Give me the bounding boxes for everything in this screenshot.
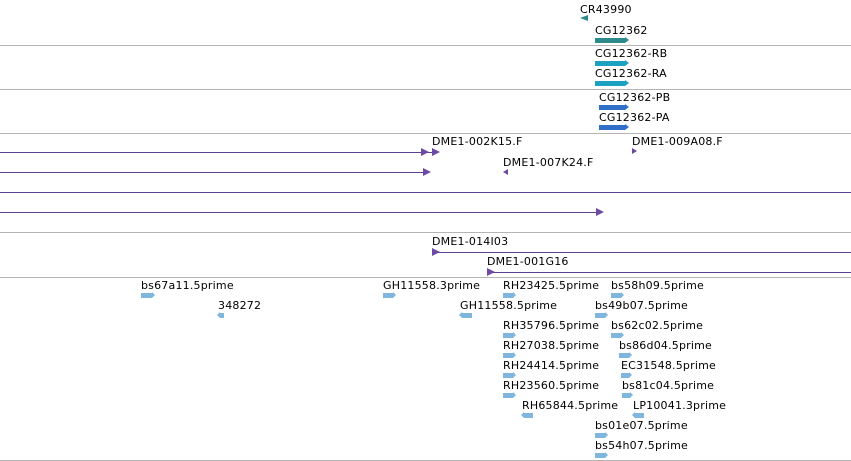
est-feature-bar[interactable]: [619, 352, 632, 358]
clone-arrow-glyph[interactable]: [632, 148, 637, 154]
feature-label-est[interactable]: RH27038.5prime: [503, 339, 600, 352]
feature-label-est[interactable]: EC31548.5prime: [621, 359, 716, 372]
est-feature-bar[interactable]: [521, 412, 533, 418]
feature-label-est[interactable]: bs01e07.5prime: [595, 419, 688, 432]
feature-label-cg12362[interactable]: CG12362: [595, 24, 648, 37]
track-divider: [0, 89, 851, 90]
feature-label-est[interactable]: bs49b07.5prime: [595, 299, 689, 312]
bac-arrow-glyph[interactable]: [432, 248, 440, 256]
bac-span-line[interactable]: [493, 272, 851, 273]
clone-span-line[interactable]: [0, 192, 851, 193]
est-feature-bar[interactable]: [621, 372, 632, 378]
track-divider: [0, 45, 851, 46]
gene-feature-bar[interactable]: [595, 37, 629, 43]
est-feature-bar[interactable]: [459, 312, 472, 318]
clone-arrow-glyph[interactable]: [596, 208, 604, 216]
track-divider: [0, 133, 851, 134]
feature-label-est[interactable]: GH11558.5prime: [460, 299, 558, 312]
feature-label-clone[interactable]: DME1-007K24.F: [503, 156, 594, 169]
bac-arrow-glyph[interactable]: [487, 268, 495, 276]
est-feature-bar[interactable]: [595, 432, 608, 438]
feature-label-bac[interactable]: DME1-014I03: [432, 235, 509, 248]
feature-label-clone[interactable]: DME1-002K15.F: [432, 135, 523, 148]
est-feature-bar[interactable]: [383, 292, 396, 298]
est-feature-bar[interactable]: [503, 352, 516, 358]
feature-label-est[interactable]: RH24414.5prime: [503, 359, 600, 372]
feature-label-est[interactable]: bs54h07.5prime: [595, 439, 689, 452]
est-feature-bar[interactable]: [595, 452, 608, 458]
est-feature-bar[interactable]: [503, 392, 516, 398]
feature-label-est[interactable]: bs67a11.5prime: [141, 279, 234, 292]
feature-label-est[interactable]: GH11558.3prime: [383, 279, 481, 292]
clone-span-line[interactable]: [0, 152, 432, 153]
clone-span-line[interactable]: [0, 212, 598, 213]
protein-feature-bar[interactable]: [599, 124, 629, 130]
clone-span-line[interactable]: [0, 172, 425, 173]
est-feature-bar[interactable]: [595, 312, 608, 318]
feature-label-est[interactable]: bs81c04.5prime: [622, 379, 715, 392]
clone-arrow-glyph[interactable]: [432, 148, 440, 156]
est-feature-bar[interactable]: [632, 412, 644, 418]
noncoding-feature-glyph[interactable]: [580, 15, 588, 21]
est-feature-bar[interactable]: [503, 332, 516, 338]
feature-label-clone[interactable]: DME1-009A08.F: [632, 135, 723, 148]
feature-label-protein[interactable]: CG12362-PB: [599, 91, 671, 104]
est-feature-bar[interactable]: [503, 372, 516, 378]
feature-label-est[interactable]: bs58h09.5prime: [611, 279, 705, 292]
protein-feature-bar[interactable]: [599, 104, 629, 110]
est-feature-bar[interactable]: [611, 332, 624, 338]
clone-arrow-glyph[interactable]: [421, 148, 429, 156]
bac-span-line[interactable]: [438, 252, 851, 253]
feature-label-cr43990[interactable]: CR43990: [580, 3, 632, 16]
feature-label-est[interactable]: RH23560.5prime: [503, 379, 600, 392]
feature-label-transcript[interactable]: CG12362-RA: [595, 67, 667, 80]
est-feature-bar[interactable]: [141, 292, 155, 298]
transcript-feature-bar[interactable]: [595, 80, 629, 86]
feature-label-est[interactable]: RH23425.5prime: [503, 279, 600, 292]
feature-label-protein[interactable]: CG12362-PA: [599, 111, 670, 124]
est-feature-bar[interactable]: [217, 312, 224, 318]
feature-label-bac[interactable]: DME1-001G16: [487, 255, 569, 268]
feature-label-est[interactable]: bs62c02.5prime: [611, 319, 704, 332]
est-feature-bar[interactable]: [622, 392, 633, 398]
feature-label-est[interactable]: LP10041.3prime: [633, 399, 727, 412]
feature-label-est[interactable]: RH65844.5prime: [522, 399, 619, 412]
track-divider: [0, 232, 851, 233]
clone-arrow-glyph[interactable]: [503, 169, 508, 175]
track-divider: [0, 277, 851, 278]
clone-arrow-glyph[interactable]: [423, 168, 431, 176]
est-feature-bar[interactable]: [611, 292, 624, 298]
feature-label-est[interactable]: RH35796.5prime: [503, 319, 600, 332]
feature-label-est[interactable]: 348272: [218, 299, 262, 312]
est-feature-bar[interactable]: [503, 292, 516, 298]
transcript-feature-bar[interactable]: [595, 60, 629, 66]
feature-label-est[interactable]: bs86d04.5prime: [619, 339, 713, 352]
feature-label-transcript[interactable]: CG12362-RB: [595, 47, 668, 60]
